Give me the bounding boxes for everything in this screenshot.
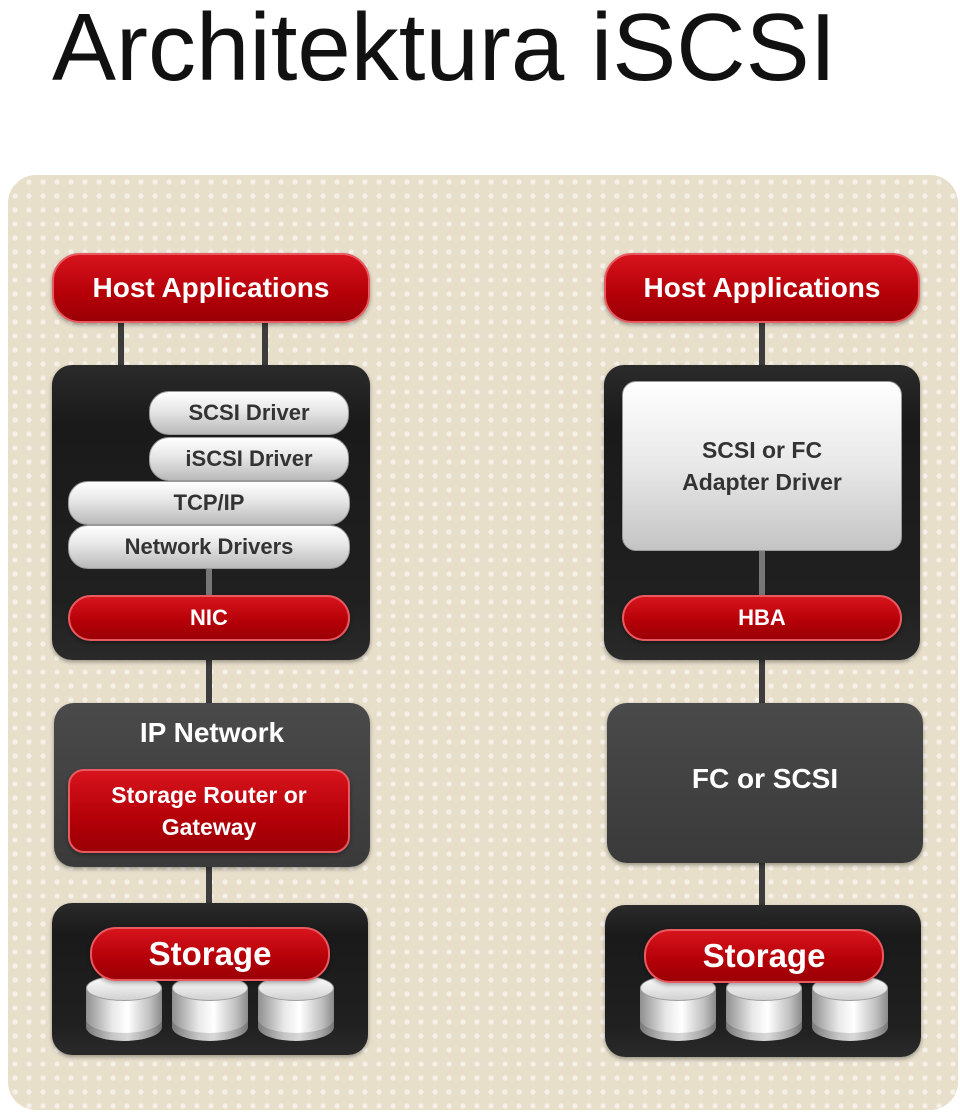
ip-network-label: IP Network [139, 717, 285, 748]
connector-line [759, 323, 765, 383]
connector-line [759, 551, 765, 597]
adapter-driver-box: SCSI or FC Adapter Driver [622, 381, 902, 551]
fc-or-scsi-box: FC or SCSI [607, 703, 923, 863]
nic-component: NIC [68, 595, 350, 641]
disk-icon [86, 975, 162, 1041]
hba-component: HBA [622, 595, 902, 641]
storage-router-gateway: Storage Router or Gateway [68, 769, 350, 853]
fc-or-scsi-label: FC or SCSI [691, 763, 839, 794]
scsi-driver-layer: SCSI Driver [149, 391, 349, 435]
connector-line [206, 569, 212, 597]
connector-line [262, 323, 268, 403]
disk-icon [258, 975, 334, 1041]
right-storage-label: Storage [644, 929, 884, 983]
disk-icon [640, 975, 716, 1041]
connector-line [759, 861, 765, 907]
diagram-panel: Host Applications SCSI Driver iSCSI Driv… [8, 175, 958, 1110]
disk-icon [726, 975, 802, 1041]
tcp-ip-layer: TCP/IP [68, 481, 350, 525]
left-host-applications: Host Applications [52, 253, 370, 323]
connector-line [206, 865, 212, 905]
page-title: Architektura iSCSI [52, 0, 837, 101]
disk-icon [812, 975, 888, 1041]
right-host-applications: Host Applications [604, 253, 920, 323]
disk-icon [172, 975, 248, 1041]
network-drivers-layer: Network Drivers [68, 525, 350, 569]
connector-line [206, 655, 212, 705]
connector-line [759, 657, 765, 703]
left-storage-label: Storage [90, 927, 330, 981]
iscsi-driver-layer: iSCSI Driver [149, 437, 349, 481]
